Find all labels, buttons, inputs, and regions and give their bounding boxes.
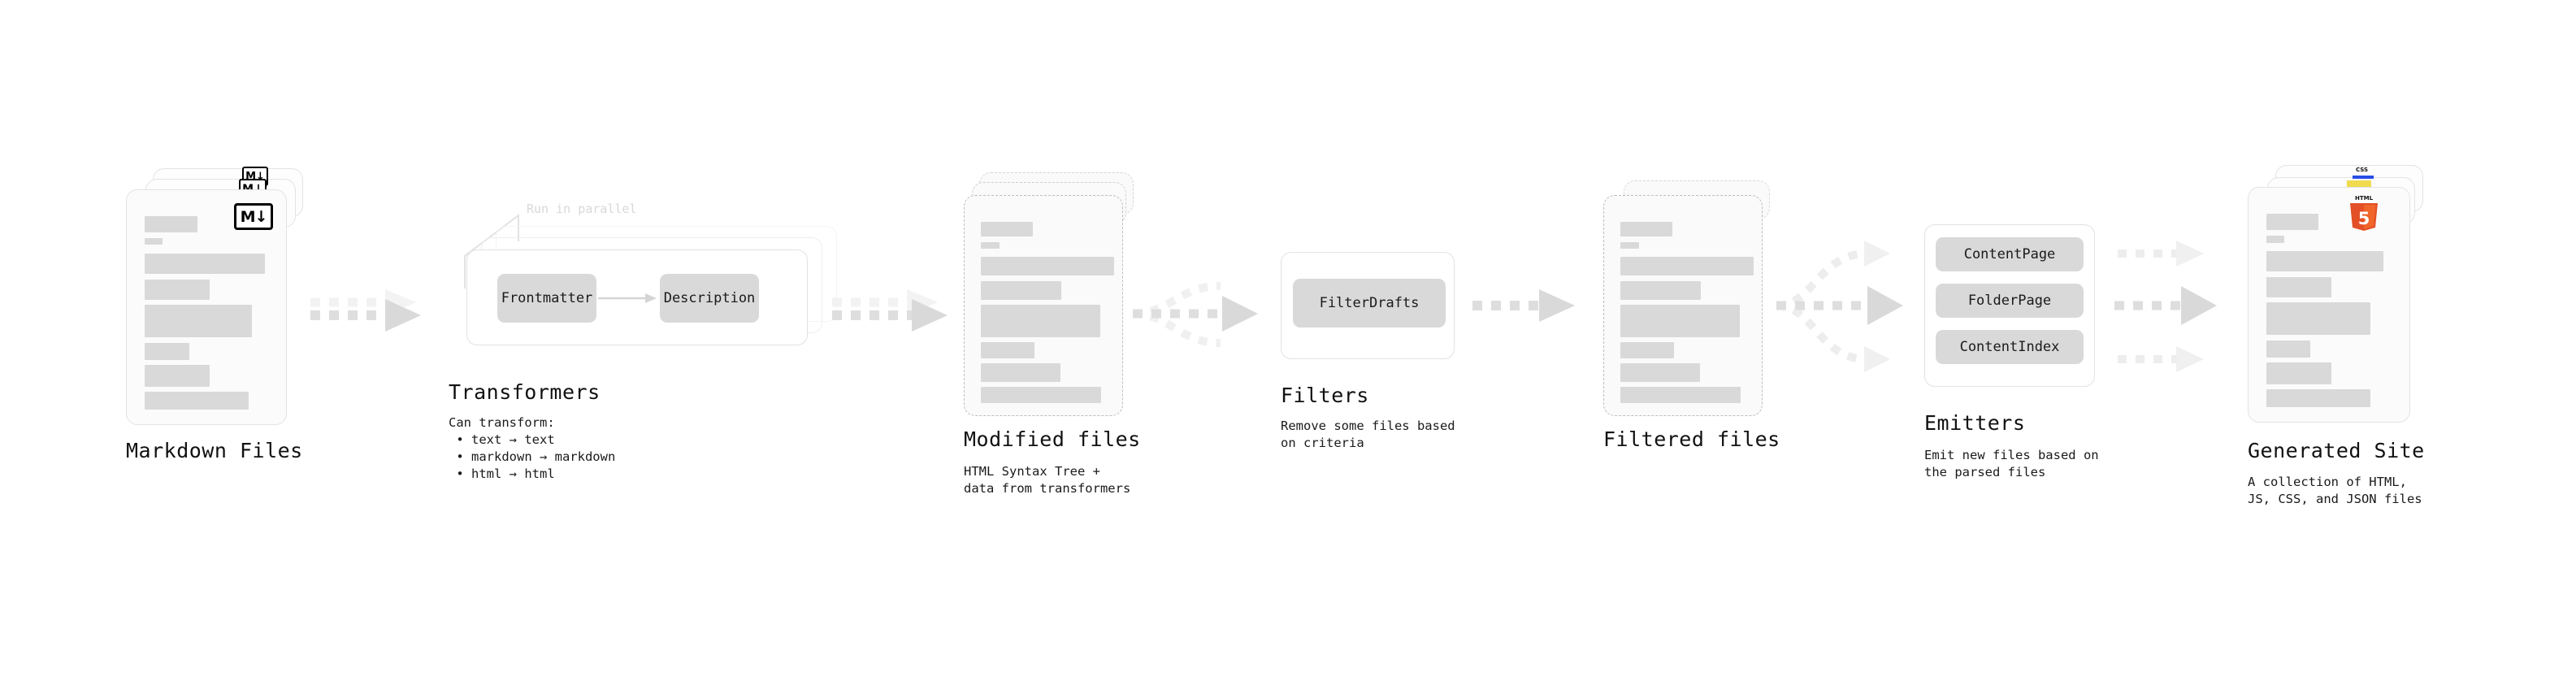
skeleton-line-1 xyxy=(1620,257,1754,275)
stage-caption-filters: Remove some files based on criteria xyxy=(1281,419,1455,450)
arrow-markdown-to-transformers xyxy=(310,289,421,332)
skeleton-line-4 xyxy=(145,343,189,360)
site-file-card-front xyxy=(2248,187,2410,423)
run-in-parallel-label: Run in parallel xyxy=(527,202,637,216)
arrow-filters-to-filtered xyxy=(1472,289,1575,322)
arrow-emitters-to-site xyxy=(2114,241,2217,372)
html5-icon: HTML 5 xyxy=(2350,195,2378,231)
skeleton-line-5 xyxy=(2266,362,2331,384)
stage-heading-markdown-files: Markdown Files xyxy=(126,439,303,462)
skeleton-title xyxy=(2266,214,2318,230)
modified-file-card-front xyxy=(964,195,1123,416)
skeleton-line-5 xyxy=(981,363,1060,382)
css-icon-label: CSS xyxy=(2356,167,2369,173)
skeleton-title xyxy=(145,216,197,232)
skeleton-line-6 xyxy=(145,392,249,410)
pill-description[interactable]: Description xyxy=(660,274,759,323)
skeleton-line-6 xyxy=(1620,387,1741,403)
markdown-icon: M↓ xyxy=(234,203,273,230)
skeleton-subtitle xyxy=(145,238,163,245)
transformer-connector-main xyxy=(598,293,657,303)
skeleton-title xyxy=(981,222,1033,236)
skeleton-line-3 xyxy=(145,305,252,337)
skeleton-line-6 xyxy=(981,387,1101,403)
stage-heading-emitters: Emitters xyxy=(1924,411,2026,435)
skeleton-line-4 xyxy=(2266,340,2310,358)
skeleton-subtitle xyxy=(2266,236,2284,243)
skeleton-line-5 xyxy=(1620,363,1700,382)
skeleton-line-2 xyxy=(145,280,210,300)
stage-heading-generated-site: Generated Site xyxy=(2248,439,2425,462)
skeleton-subtitle xyxy=(981,242,1000,249)
skeleton-line-6 xyxy=(2266,389,2370,407)
skeleton-line-4 xyxy=(1620,342,1674,358)
skeleton-line-1 xyxy=(145,254,265,274)
skeleton-line-3 xyxy=(981,305,1100,337)
html5-icon-label: HTML xyxy=(2355,195,2374,202)
skeleton-line-5 xyxy=(145,365,210,387)
skeleton-line-3 xyxy=(2266,302,2370,335)
skeleton-line-2 xyxy=(981,281,1061,300)
parallel-bracket xyxy=(464,213,519,288)
stage-caption-modified-files: HTML Syntax Tree + data from transformer… xyxy=(964,464,1131,496)
css-icon: CSS xyxy=(2353,167,2374,180)
pill-frontmatter[interactable]: Frontmatter xyxy=(497,274,596,323)
arrow-filtered-to-emitters xyxy=(1776,241,1903,372)
skeleton-line-3 xyxy=(1620,305,1740,337)
skeleton-title xyxy=(1620,222,1672,236)
skeleton-line-2 xyxy=(1620,281,1701,300)
stage-heading-transformers: Transformers xyxy=(449,380,601,404)
stage-caption-emitters: Emit new files based on the parsed files xyxy=(1924,448,2099,479)
arrow-transformers-to-modified xyxy=(832,289,948,332)
stage-caption-generated-site: A collection of HTML, JS, CSS, and JSON … xyxy=(2248,475,2422,506)
skeleton-line-1 xyxy=(2266,251,2383,271)
css-icon-bar xyxy=(2353,176,2374,179)
skeleton-line-1 xyxy=(981,257,1114,275)
filtered-file-card-front xyxy=(1603,195,1763,416)
html5-icon-number: 5 xyxy=(2358,209,2370,228)
arrow-modified-to-filters xyxy=(1132,282,1258,347)
pill-filterdrafts[interactable]: FilterDrafts xyxy=(1293,279,1446,327)
skeleton-line-2 xyxy=(2266,277,2331,297)
stage-heading-modified-files: Modified files xyxy=(964,427,1141,451)
stage-caption-transformers: Can transform: • text → text • markdown … xyxy=(449,415,616,481)
stage-heading-filters: Filters xyxy=(1281,384,1369,407)
pill-folderpage[interactable]: FolderPage xyxy=(1936,284,2084,318)
skeleton-subtitle xyxy=(1620,242,1639,249)
skeleton-line-4 xyxy=(981,342,1034,358)
pill-contentpage[interactable]: ContentPage xyxy=(1936,237,2084,271)
pill-contentindex[interactable]: ContentIndex xyxy=(1936,330,2084,364)
stage-heading-filtered-files: Filtered files xyxy=(1603,427,1780,451)
